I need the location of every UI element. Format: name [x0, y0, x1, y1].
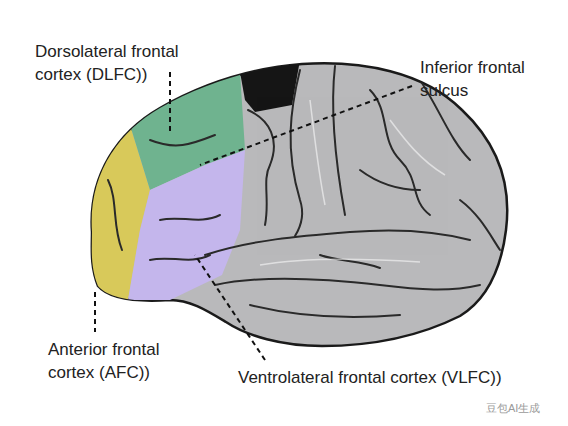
sulci-lines [108, 66, 500, 317]
brain-outline [92, 63, 508, 346]
gyri-highlights [260, 100, 445, 265]
watermark: 豆包AI生成 [486, 401, 566, 416]
region-label: Dorsolateral frontal cortex (DLFC)) [35, 40, 205, 86]
region-label: Anterior frontal cortex (AFC)) [48, 338, 198, 384]
dark-patch [240, 60, 300, 112]
sulcus-label: Inferior frontal sulcus [420, 56, 560, 102]
leader-lines [95, 72, 412, 360]
vlfc-region [128, 150, 245, 300]
region-label: Ventrolateral frontal cortex (VLFC)) [238, 366, 563, 389]
